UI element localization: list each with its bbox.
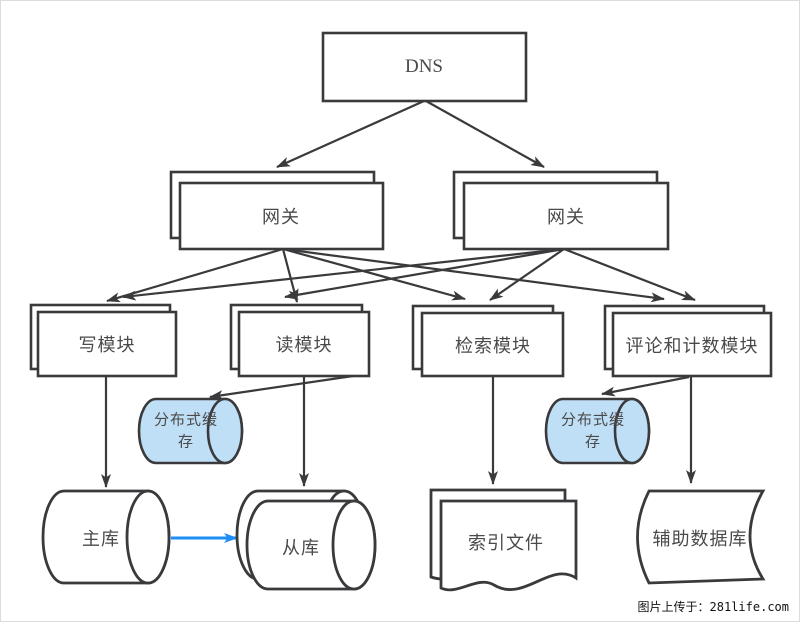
aux-db-stored-data — [636, 489, 766, 585]
cache-right-cylinder-rim — [613, 397, 651, 465]
index-file-label: 索引文件 — [468, 533, 544, 553]
edge-gwl-write — [106, 247, 284, 303]
index-file-document — [439, 499, 578, 592]
edge-gwl-search — [282, 247, 466, 301]
slave-db-label: 从库 — [282, 538, 320, 558]
read-module-box — [237, 310, 371, 378]
search-module-label: 检索模块 — [455, 336, 531, 356]
dns-box — [321, 31, 528, 103]
edge-dns-gateway-left — [276, 99, 425, 169]
edge-dns-gateway-right — [425, 100, 545, 168]
search-module-box — [420, 311, 565, 378]
master-db-label: 主库 — [82, 529, 120, 549]
edge-gwr-read — [284, 247, 565, 300]
cache-left-label: 分布式缓存 — [153, 412, 218, 450]
slave-db-cylinder-rim — [331, 499, 377, 591]
read-module-label: 读模块 — [275, 335, 333, 355]
gateway-left-box — [178, 181, 385, 251]
cache-left-cylinder-rim — [206, 397, 244, 465]
write-module-box — [36, 310, 178, 378]
master-db-cylinder-rim — [125, 489, 171, 585]
dns-label: DNS — [404, 56, 444, 77]
edge-gwl-read — [281, 248, 299, 303]
comment-count-module-box — [611, 311, 773, 378]
edge-gwr-comment — [563, 247, 696, 302]
gateway-right-box — [462, 181, 670, 251]
watermark-text: 图片上传于：281life.com — [637, 600, 789, 614]
edge-comment-cacheright — [601, 375, 690, 397]
aux-db-label: 辅助数据库 — [652, 529, 748, 549]
edge-gwl-comment — [282, 247, 665, 303]
write-module-label: 写模块 — [78, 335, 136, 355]
gateway-right-label: 网关 — [547, 207, 585, 227]
edge-read-cacheleft — [209, 374, 354, 401]
gateway-left-label: 网关 — [262, 207, 300, 227]
comment-count-module-label: 评论和计数模块 — [625, 336, 759, 356]
edge-gwr-write — [122, 247, 565, 301]
edge-gwr-search — [489, 248, 565, 301]
cache-right-label: 分布式缓存 — [560, 412, 625, 450]
